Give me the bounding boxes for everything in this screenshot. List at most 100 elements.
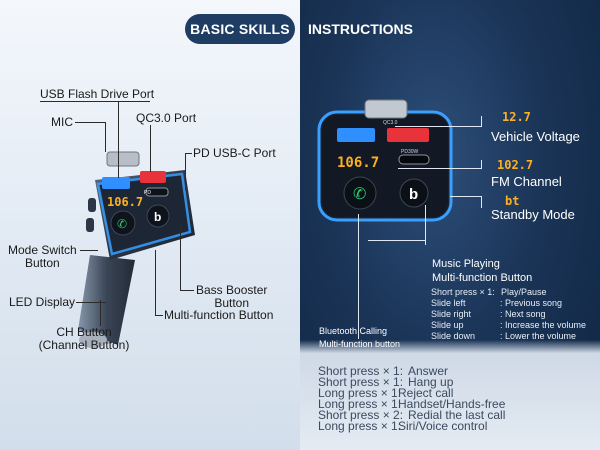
- car-charger-illustration: PD 106.7 ✆ b: [78, 151, 195, 348]
- leader-multi-function-v: [155, 250, 156, 315]
- calling-row-action: Short press × 1:: [318, 364, 404, 378]
- front-bass-button[interactable]: [399, 178, 429, 208]
- calling-row-action: Long press × 1:: [318, 386, 402, 400]
- pd-label: PD: [144, 190, 151, 196]
- label-pd-usbc: PD USB-C Port: [193, 146, 276, 160]
- charger-neck: [78, 255, 135, 345]
- label-ch-button-line1: CH Button: [56, 325, 112, 339]
- music-row-action: Slide up: [431, 320, 464, 330]
- leader-fm-v: [481, 160, 482, 169]
- music-row-action: Slide down: [431, 331, 476, 341]
- leader-mic-h: [75, 122, 105, 123]
- leader-voltage-h: [395, 126, 481, 127]
- ch-side-button[interactable]: [86, 218, 94, 232]
- calling-row-result: Answer: [408, 364, 449, 378]
- multi-function-button[interactable]: [110, 210, 136, 236]
- phone-icon: ✆: [117, 217, 127, 231]
- leader-standby-h: [450, 196, 482, 197]
- calling-row: Long press × 1:Siri/Voice control: [318, 419, 505, 433]
- leader-bt-calling: [358, 214, 359, 339]
- fm-channel-label: FM Channel: [491, 174, 562, 189]
- music-row-action: Slide left: [431, 298, 466, 308]
- label-usb-flash: USB Flash Drive Port: [40, 87, 155, 101]
- music-row-result: : Previous song: [500, 298, 563, 308]
- leader-mic-v: [105, 122, 106, 152]
- qc30-port: [140, 171, 166, 183]
- music-row-result: : Increase the volume: [500, 320, 587, 330]
- usb-flash-port: [102, 177, 130, 189]
- leader-pd-usbc-v: [185, 153, 186, 190]
- calling-row-result: Redial the last call: [408, 408, 506, 422]
- leader-standby-v: [481, 196, 482, 208]
- calling-row: Short press × 1:Hang up: [318, 375, 505, 389]
- leader-voltage-v: [481, 116, 482, 127]
- calling-row: Short press × 2:Redial the last call: [318, 408, 506, 422]
- label-mode-switch: Mode Switch Button: [8, 244, 77, 269]
- front-multi-function-button[interactable]: [343, 176, 377, 210]
- music-row-result: Play/Pause: [501, 287, 547, 297]
- leader-ch-button: [100, 300, 101, 326]
- label-bass-booster-line2: Button: [214, 296, 250, 310]
- leader-usb-flash-h: [40, 101, 150, 102]
- label-bass-booster: Bass Booster Button: [196, 284, 267, 309]
- mode-switch-button[interactable]: [88, 198, 96, 212]
- calling-row-action: Long press × 1:: [318, 397, 402, 411]
- calling-row-result: Siri/Voice control: [398, 419, 488, 433]
- label-ch-button-line2: (Channel Button): [38, 338, 130, 352]
- music-row-action: Slide right: [431, 309, 472, 319]
- front-pd-label: PD30W: [401, 149, 419, 155]
- vehicle-voltage-label: Vehicle Voltage: [491, 129, 580, 144]
- leader-mode-switch: [80, 250, 98, 251]
- led-display-readout: 106.7: [107, 195, 143, 209]
- leader-music-v: [425, 205, 426, 245]
- label-mode-switch-line1: Mode Switch: [8, 243, 77, 257]
- front-b-label: b: [409, 186, 418, 203]
- leader-fm-h: [398, 168, 482, 169]
- standby-mode-label: Standby Mode: [491, 207, 575, 222]
- label-ch-button: CH Button (Channel Button): [34, 326, 134, 351]
- bass-b-label: b: [154, 210, 161, 224]
- music-row-action: Short press × 1:: [431, 287, 495, 297]
- calling-row-result: Reject call: [398, 386, 454, 400]
- label-mode-switch-line2: Button: [25, 256, 60, 270]
- label-qc30: QC3.0 Port: [136, 111, 197, 125]
- calling-row: Long press × 1:Handset/Hands-free: [318, 397, 506, 411]
- music-title-2: Multi-function Button: [432, 272, 533, 284]
- vehicle-voltage-readout: 12.7: [502, 110, 531, 124]
- plug-tip: [79, 332, 107, 348]
- music-row: Slide down : Lower the volume: [431, 331, 576, 342]
- leader-multi-function-h: [155, 315, 163, 316]
- label-bass-booster-line1: Bass Booster: [196, 283, 268, 297]
- music-title-1: Music Playing: [432, 258, 500, 270]
- music-row: Slide up : Increase the volume: [431, 320, 586, 331]
- music-row: Slide right : Next song: [431, 309, 546, 320]
- basic-skills-title: BASIC SKILLS: [185, 14, 295, 44]
- calling-row-result: Handset/Hands-free: [398, 397, 506, 411]
- label-multi-function: Multi-function Button: [164, 308, 274, 322]
- calling-row-action: Long press × 1:: [318, 419, 402, 433]
- leader-pd-usbc-h: [185, 153, 192, 154]
- front-mic-grill: [364, 99, 408, 119]
- music-row: Short press × 1: Play/Pause: [431, 287, 547, 298]
- leader-bass-booster-h: [180, 290, 194, 291]
- bt-calling-title-2: Multi-function button: [319, 339, 401, 349]
- bt-calling-title-1: Bluetooth Calling: [319, 326, 388, 336]
- calling-row: Long press × 1:Reject call: [318, 386, 505, 400]
- fm-channel-readout: 102.7: [497, 158, 534, 172]
- front-phone-icon: ✆: [353, 186, 366, 203]
- front-usb-port: [337, 128, 375, 142]
- front-qc-port: [387, 128, 429, 142]
- pd-usbc-port: [145, 187, 169, 197]
- mic-grill: [106, 151, 140, 167]
- calling-row: Short press × 1: Answer: [318, 364, 505, 378]
- instructions-title: INSTRUCTIONS: [308, 21, 413, 37]
- calling-row-action: Short press × 1:: [318, 375, 404, 389]
- leader-led-display: [76, 302, 106, 303]
- label-led-display: LED Display: [9, 295, 76, 309]
- front-usbc-port: [398, 154, 430, 165]
- leader-music-h: [368, 240, 426, 241]
- music-actions-list: Short press × 1: Play/Pause Slide left :…: [431, 287, 586, 342]
- bass-booster-button[interactable]: [146, 204, 170, 228]
- leader-qc30: [150, 125, 151, 172]
